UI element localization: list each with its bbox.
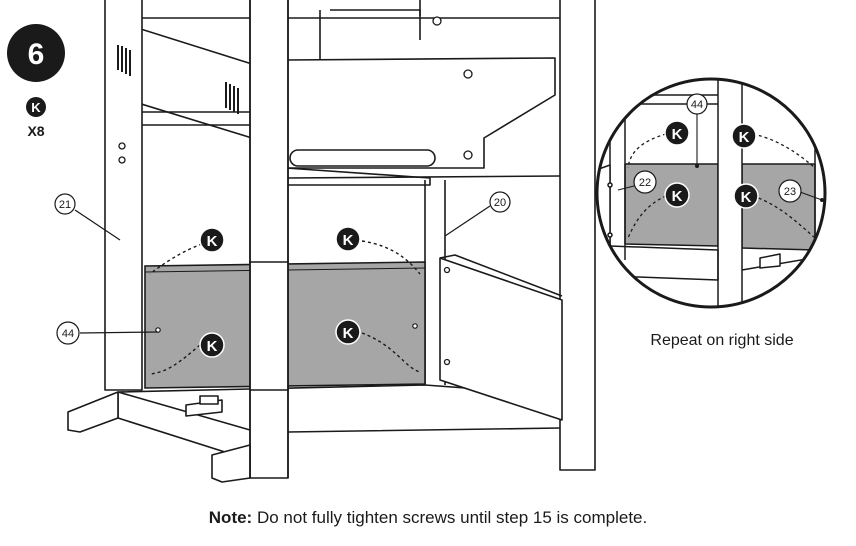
screw-holes [118,16,473,366]
screw-callout-k: K [731,123,757,149]
svg-text:K: K [207,338,218,355]
hardware-badge: K [26,97,46,117]
repeat-caption: Repeat on right side [650,332,793,349]
part-label-22: 22 [633,170,657,194]
svg-text:K: K [672,126,683,143]
svg-text:22: 22 [639,177,651,189]
svg-text:44: 44 [691,99,703,111]
cart-frame [67,0,596,483]
screw-callout-k: K [199,332,225,358]
svg-text:21: 21 [59,199,71,211]
step-number: 6 [28,38,45,71]
detail-view-right-side: 44 22 23 K K K K [595,77,827,309]
svg-text:K: K [739,129,750,146]
hardware-letter: K [31,100,41,115]
svg-text:K: K [207,233,218,250]
svg-text:20: 20 [494,197,506,209]
svg-text:K: K [343,325,354,342]
screw-callout-k: K [664,182,690,208]
screw-leaders [149,240,421,375]
screw-callout-k: K [335,319,361,345]
screw-callout-k: K [335,226,361,252]
svg-text:23: 23 [784,186,796,198]
screw-callout-k: K [664,120,690,146]
note-label: Note: [208,508,253,527]
screw-callout-k: K [733,183,759,209]
part-label-21: 21 [54,193,76,215]
assembly-note: Note: Do not fully tighten screws until … [0,508,856,528]
screw-callout-k: K [199,227,225,253]
step-badge: 6 [7,24,65,82]
svg-text:44: 44 [62,328,74,340]
part-label-44-detail: 44 [686,93,708,115]
part-label-20: 20 [489,191,511,213]
part-label-44: 44 [56,321,80,345]
vent-slots [117,45,239,114]
hardware-quantity: X8 [27,123,44,139]
svg-text:K: K [343,232,354,249]
svg-text:K: K [741,189,752,206]
svg-text:K: K [672,188,683,205]
part-leaders [74,205,491,334]
note-text: Do not fully tighten screws until step 1… [256,508,648,527]
part-label-23: 23 [778,179,802,203]
